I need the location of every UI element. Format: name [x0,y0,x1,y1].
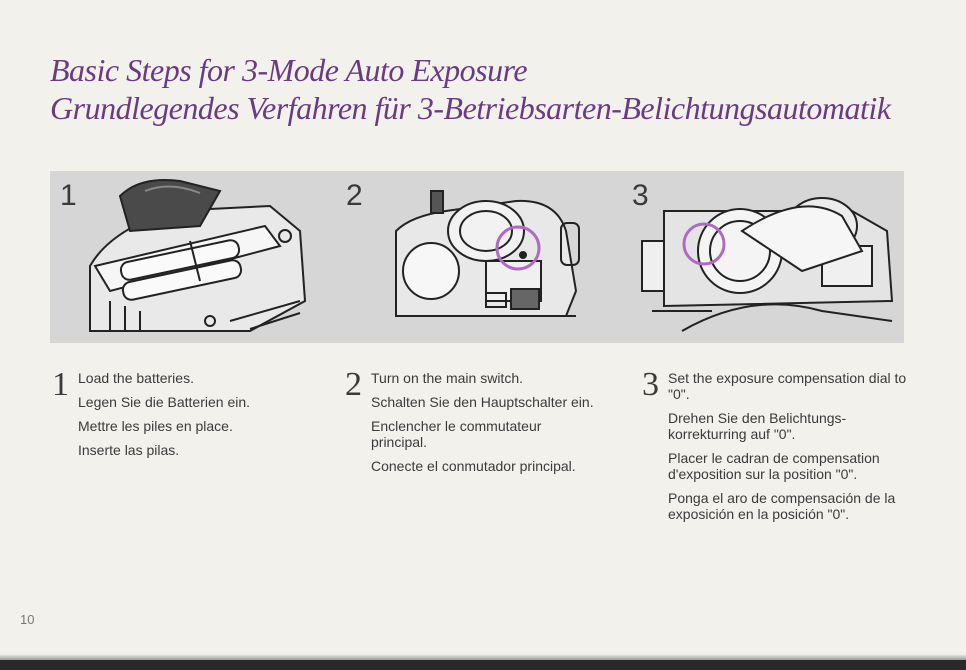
step-2-english: Turn on the main switch. [371,370,523,386]
title-english: Basic Steps for 3-Mode Auto Exposure [50,52,528,88]
step-1-spanish: Inserte las pilas. [78,442,180,458]
highlight-circle-dial [682,222,726,266]
step-1-german: Legen Sie die Batterien ein. [78,394,251,410]
step-2-german: Schalten Sie den Hauptschalter ein. [371,394,594,410]
step-3-text: Set the exposure compensation dial to "0… [668,370,908,530]
step-3-french: Placer le cadran de compensation d'expos… [668,450,880,482]
illustration-panel-2: 2 [336,171,618,343]
highlight-circle-switch [495,225,541,271]
step-2-spanish: Conecte el conmutador principal. [371,458,576,474]
step-1-english: Load the batteries. [78,370,194,386]
illustration-strip: 1 2 [50,171,904,343]
step-1-text: Load the batteries. Legen Sie die Batter… [78,370,288,466]
step-number-3: 3 [642,366,659,403]
battery-illustration [89,179,307,332]
step-2-french: Enclencher le commutateur principal. [371,418,542,450]
panel-number-3: 3 [632,179,649,212]
step-3-spanish: Ponga el aro de compensación de la expos… [668,490,896,522]
step-2-text: Turn on the main switch. Schalten Sie de… [371,370,601,482]
step-1-french: Mettre les piles en place. [78,418,233,434]
panel-number-2: 2 [346,179,363,212]
page-edge-shadow [0,654,966,660]
page-edge [0,660,966,670]
step-3-german: Drehen Sie den Belichtungs-korrekturring… [668,410,847,442]
step-number-1: 1 [52,366,69,403]
illustration-panel-1: 1 [50,171,332,343]
title-german: Grundlegendes Verfahren für 3-Betriebsar… [50,90,891,126]
illustration-panel-3: 3 [622,171,904,343]
exposure-dial-illustration [641,197,894,332]
main-switch-illustration [395,190,580,317]
panel-number-1: 1 [60,179,77,212]
step-number-2: 2 [345,366,362,403]
step-3-english: Set the exposure compensation dial to "0… [668,370,907,402]
page-number: 10 [20,612,35,627]
